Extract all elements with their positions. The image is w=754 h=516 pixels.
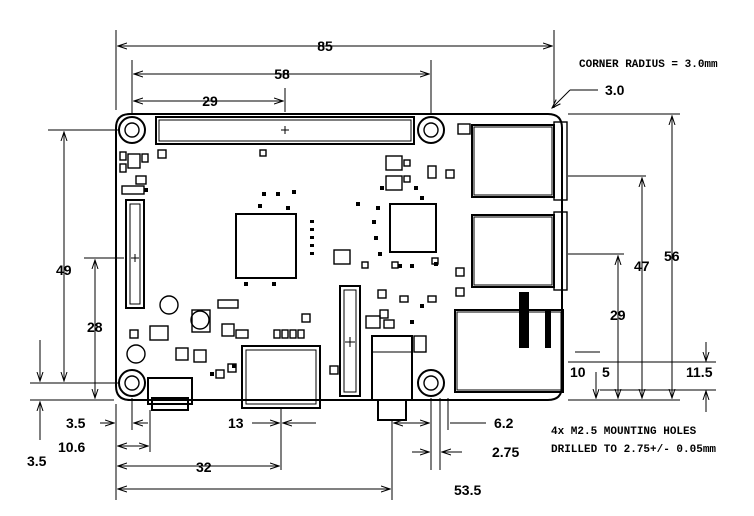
power-connector <box>147 377 193 411</box>
mounting-holes-note-line1: 4x M2.5 MOUNTING HOLES <box>551 426 697 438</box>
dim-56: 56 <box>664 248 680 264</box>
small-components <box>119 123 471 379</box>
camera-connector <box>339 285 361 397</box>
dim-28: 28 <box>87 319 103 335</box>
corner-radius-note: CORNER RADIUS = 3.0mm <box>579 59 718 71</box>
dim-49: 49 <box>56 262 72 278</box>
mounting-hole-bottom-right <box>417 369 445 397</box>
ethernet-port <box>454 292 564 393</box>
dim-radius-3: 3.0 <box>605 82 625 98</box>
dim-6-2: 6.2 <box>494 415 514 431</box>
audio-jack <box>371 335 413 421</box>
dimension-lines <box>30 30 716 500</box>
dim-29-right: 29 <box>610 307 626 323</box>
mounting-hole-top-left <box>118 116 146 144</box>
gpio-header <box>155 116 415 145</box>
dim-3-5-left: 3.5 <box>66 415 86 431</box>
usb-controller-chip <box>389 203 437 253</box>
mounting-hole-top-right <box>417 116 445 144</box>
mounting-hole-bottom-left <box>118 369 146 397</box>
dim-11-5: 11.5 <box>686 364 713 380</box>
usb-port-top <box>471 121 568 201</box>
soc-chip <box>235 213 297 279</box>
dim-10: 10 <box>570 364 586 380</box>
dimension-labels: 85 58 29 CORNER RADIUS = 3.0mm 3.0 56 47… <box>27 38 718 498</box>
dim-47: 47 <box>634 258 650 274</box>
usb-port-bottom <box>471 211 568 291</box>
mounting-holes <box>118 116 445 397</box>
dim-5: 5 <box>602 364 610 380</box>
board-outline <box>115 113 563 401</box>
mounting-holes-note-line2: DRILLED TO 2.75+/- 0.05mm <box>551 444 716 456</box>
round-components <box>126 295 210 364</box>
dim-53-5: 53.5 <box>454 482 481 498</box>
hdmi-port <box>241 345 321 422</box>
dim-32: 32 <box>196 459 212 475</box>
dim-2-75: 2.75 <box>492 444 519 460</box>
dim-85: 85 <box>317 38 333 54</box>
small-pads <box>144 186 438 376</box>
dim-29-top: 29 <box>202 93 218 109</box>
dim-13: 13 <box>228 415 244 431</box>
display-connector <box>125 199 145 309</box>
dim-3-5-bottom: 3.5 <box>27 453 47 469</box>
dim-58: 58 <box>274 66 290 82</box>
dim-10-6: 10.6 <box>58 439 85 455</box>
